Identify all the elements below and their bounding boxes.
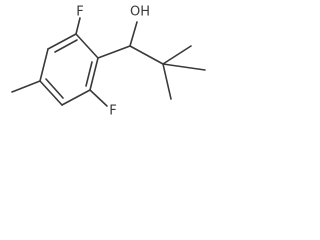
bond-ring-to-methyl: [11, 80, 41, 93]
bond-ring-to-fluorine-bottom: [89, 89, 108, 107]
ring-double-bond-inner-top: [54, 39, 78, 53]
fluorine-top-label: F: [76, 5, 83, 20]
ring-double-bond-inner-right: [85, 61, 93, 87]
ring-bond-c6-c1: [89, 57, 99, 91]
bond-ring-to-fluorine-top: [75, 17, 81, 35]
ring-double-bond-inner-left: [45, 78, 64, 99]
bond-quaternary-to-methyl-right: [162, 63, 206, 71]
chemical-structure-diagram: F F OH: [11, 5, 206, 119]
fluorine-bottom-label: F: [109, 104, 116, 119]
ring-bond-c2-c3: [47, 33, 77, 50]
ring-bond-c5-c6: [61, 89, 91, 106]
benzene-ring: [39, 33, 99, 106]
bond-quaternary-to-methyl-bottom: [162, 63, 172, 100]
ring-bond-c1-c2: [75, 33, 99, 59]
hydroxyl-label: OH: [130, 5, 150, 20]
ring-bond-c3-c4: [39, 48, 49, 82]
bond-carbinol-to-quaternary-carbon: [129, 45, 164, 65]
ring-bond-c4-c5: [39, 80, 63, 106]
bond-quaternary-to-methyl-top: [162, 45, 192, 65]
bond-ring-to-carbinol: [97, 45, 131, 59]
bond-carbinol-to-hydroxyl: [129, 21, 138, 47]
